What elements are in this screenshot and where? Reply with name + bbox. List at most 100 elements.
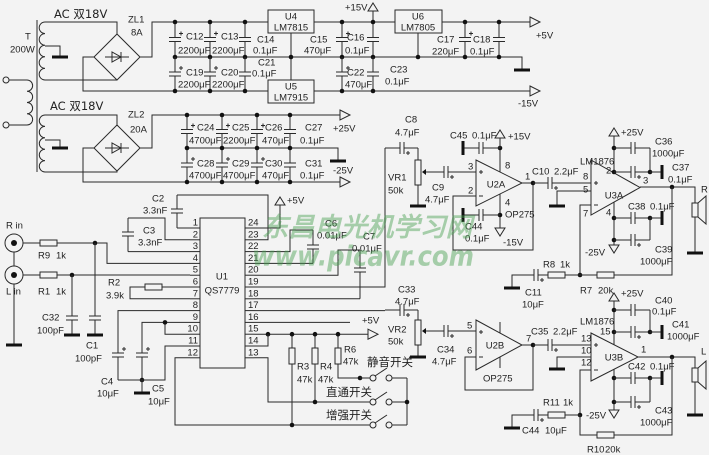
u5-ref-label: U5 [285, 82, 297, 93]
r6-ref-label: R6 [344, 345, 356, 356]
wire [82, 147, 340, 183]
switch-contact [369, 374, 377, 382]
r3-value-label: 47k [297, 375, 313, 386]
c15-ref-label: C15 [310, 35, 327, 46]
c22-ref-label: C22 [347, 68, 364, 79]
left-speaker-label: L [701, 347, 706, 358]
u1-pin-number: 6 [193, 277, 198, 288]
left-input-label: L in [6, 287, 21, 298]
speaker-icon [691, 367, 699, 383]
rail-label-minus25: -25V [333, 166, 354, 177]
resistor [39, 239, 58, 247]
opamp-pin-number: 12 [581, 358, 592, 369]
wire [255, 205, 281, 229]
c10-ref-label: C10 [532, 167, 549, 178]
u1-pin-number: 16 [248, 312, 259, 323]
junction-dot [496, 54, 502, 60]
c4-value-label: 10μF [97, 389, 119, 400]
opamp-pin-number: 7 [526, 334, 531, 345]
wiper-arrow-icon [422, 169, 426, 175]
u1-pin-number: 5 [193, 265, 198, 276]
c35-value-label: 2.2μF [553, 327, 578, 338]
rail-arrow-icon [339, 176, 352, 188]
resistor [334, 347, 342, 365]
u1-pin-number: 4 [193, 253, 198, 264]
wire [556, 356, 591, 368]
opamp-pin-number: 2 [468, 186, 473, 197]
switch-lever [374, 414, 388, 424]
r4-value-label: 47k [318, 375, 334, 386]
c35-ref-label: C35 [531, 327, 548, 338]
c5-ref-label: C5 [152, 384, 164, 395]
u3a-part-label: LM1876 [580, 157, 614, 168]
junction-dot [219, 179, 225, 185]
opamp-pin-number: 4 [606, 208, 611, 219]
resistor [596, 271, 615, 279]
junction-dot [289, 422, 295, 428]
u6-ref-label: U6 [412, 12, 424, 23]
r9-ref-label: R9 [38, 251, 50, 262]
c3-ref-label: C3 [143, 226, 155, 237]
c31-value-label: 0.1μF [300, 171, 325, 182]
c24-ref-label: C24 [197, 123, 214, 134]
u2-vee-label: -15V [503, 238, 524, 249]
u4-ref-label: U4 [285, 12, 297, 23]
wire [614, 357, 673, 436]
enhance-switch-label: 增强开关 [326, 408, 372, 422]
u1-pin-number: 10 [187, 324, 198, 335]
watermark-url: www.picavr.com [252, 240, 474, 273]
switch-contact [385, 374, 393, 382]
wire [128, 217, 190, 241]
junction-dot [289, 331, 295, 337]
opamp-pin-number: 10 [581, 346, 592, 357]
r8-ref-label: R8 [543, 260, 555, 271]
resistor [414, 319, 422, 346]
opamp-pin-number: 7 [583, 209, 588, 220]
c31-ref-label: C31 [305, 159, 322, 170]
right-input-label: R in [6, 221, 23, 232]
bypass-switch-label: 直通开关 [326, 385, 372, 399]
c41-value-label: 1000μF [667, 332, 700, 343]
junction-dot [287, 145, 293, 151]
c14-ref-label: C14 [257, 35, 274, 46]
opamp-pin-number: 5 [583, 185, 588, 196]
u3b-ref-label: U3B [605, 353, 623, 364]
c38-ref-label: C38 [628, 202, 645, 213]
u3b-vcc-label: +25V [621, 289, 644, 300]
zl2-ref-label: ZL2 [128, 110, 144, 121]
wire [640, 186, 696, 203]
opamp-pin-number: 6 [467, 346, 472, 357]
secondary-2-label: AC 双18V [50, 99, 103, 113]
supply-up-icon [608, 127, 620, 137]
junction-dot [207, 88, 213, 94]
supply-down-icon [494, 227, 506, 237]
rail-arrow-icon [367, 328, 380, 341]
junction-dot [404, 399, 410, 405]
u5-part-label: LM7915 [274, 93, 308, 104]
wire [129, 286, 190, 300]
c3-value-label: 3.3nF [138, 238, 162, 249]
opamp-pin-number: 3 [643, 176, 648, 187]
junction-dot [254, 145, 260, 151]
u1-pin-number: 17 [248, 300, 259, 311]
c34-ref-label: C34 [437, 345, 454, 356]
junction-dot [415, 54, 421, 60]
switch-contact [369, 421, 377, 429]
c23-ref-label: C23 [390, 65, 407, 76]
r11-ref-label: R11 [543, 398, 560, 409]
r1-value-label: 1k [56, 287, 66, 298]
junction-dot [312, 331, 318, 337]
junction-dot [288, 54, 294, 60]
wire [45, 139, 61, 148]
c29-ref-label: C29 [232, 159, 249, 170]
junction-dot [162, 320, 168, 325]
c39-ref-label: C39 [655, 245, 672, 256]
rail-label-plus25: +25V [333, 124, 356, 135]
wire [452, 183, 534, 251]
c28-value-label: 4700μF [189, 171, 222, 182]
c22-value-label: 470μF [345, 80, 372, 91]
r10-value-label: 20k [605, 445, 621, 455]
u1-pin-number: 21 [248, 253, 259, 264]
c43-ref-label: C43 [655, 406, 672, 417]
